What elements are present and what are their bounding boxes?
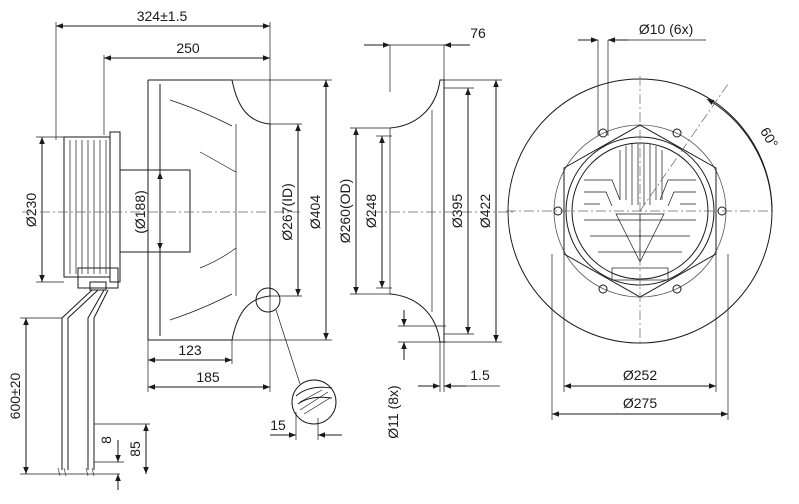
cable-8-label: 8 (98, 436, 114, 444)
motor-dia-label: Ø230 (23, 193, 39, 227)
angle-label: 60° (757, 124, 781, 150)
inner-dia-label: Ø267(ID) (279, 183, 295, 241)
dia-422-label: Ø422 (477, 194, 493, 228)
overall-length-label: 324±1.5 (137, 8, 188, 24)
holes-10-label: Ø10 (6x) (639, 21, 693, 37)
mount-hole (672, 284, 682, 294)
mount-hole (598, 284, 608, 294)
len-185-label: 185 (196, 369, 220, 385)
dia-395-label: Ø395 (449, 194, 465, 228)
hub (119, 169, 191, 253)
outer-dia-275-label: Ø275 (623, 395, 657, 411)
cable-85-label: 85 (127, 441, 143, 457)
detail-15-label: 15 (270, 417, 286, 433)
bolt-circle-label: Ø252 (623, 367, 657, 383)
length-250-label: 250 (176, 40, 200, 56)
len-123-label: 123 (178, 342, 202, 358)
mount-hole (598, 128, 608, 138)
motor-body (63, 131, 121, 291)
inlet-ring-view: 76 Ø260(OD) Ø248 Ø395 Ø422 Ø11 (8x) (337, 25, 515, 439)
throat-dia-label: Ø248 (363, 194, 379, 228)
front-view: Ø10 (6x) (506, 21, 782, 420)
holes-11-label: Ø11 (8x) (385, 385, 401, 438)
cable-length-label: 600±20 (7, 372, 23, 419)
cable-bundle (57, 289, 109, 477)
impeller (147, 79, 271, 341)
detail-marker (255, 287, 281, 313)
wheel-dia-label: Ø404 (307, 195, 323, 229)
outer-dia-label: Ø260(OD) (337, 179, 353, 244)
mount-hole (672, 128, 682, 138)
detail-view (291, 379, 337, 425)
thickness-label: 1.5 (470, 367, 490, 383)
side-view: 324±1.5 250 Ø230 (Ø188) (7, 8, 342, 490)
inlet-ring (389, 79, 445, 343)
depth-76-label: 76 (470, 25, 486, 41)
